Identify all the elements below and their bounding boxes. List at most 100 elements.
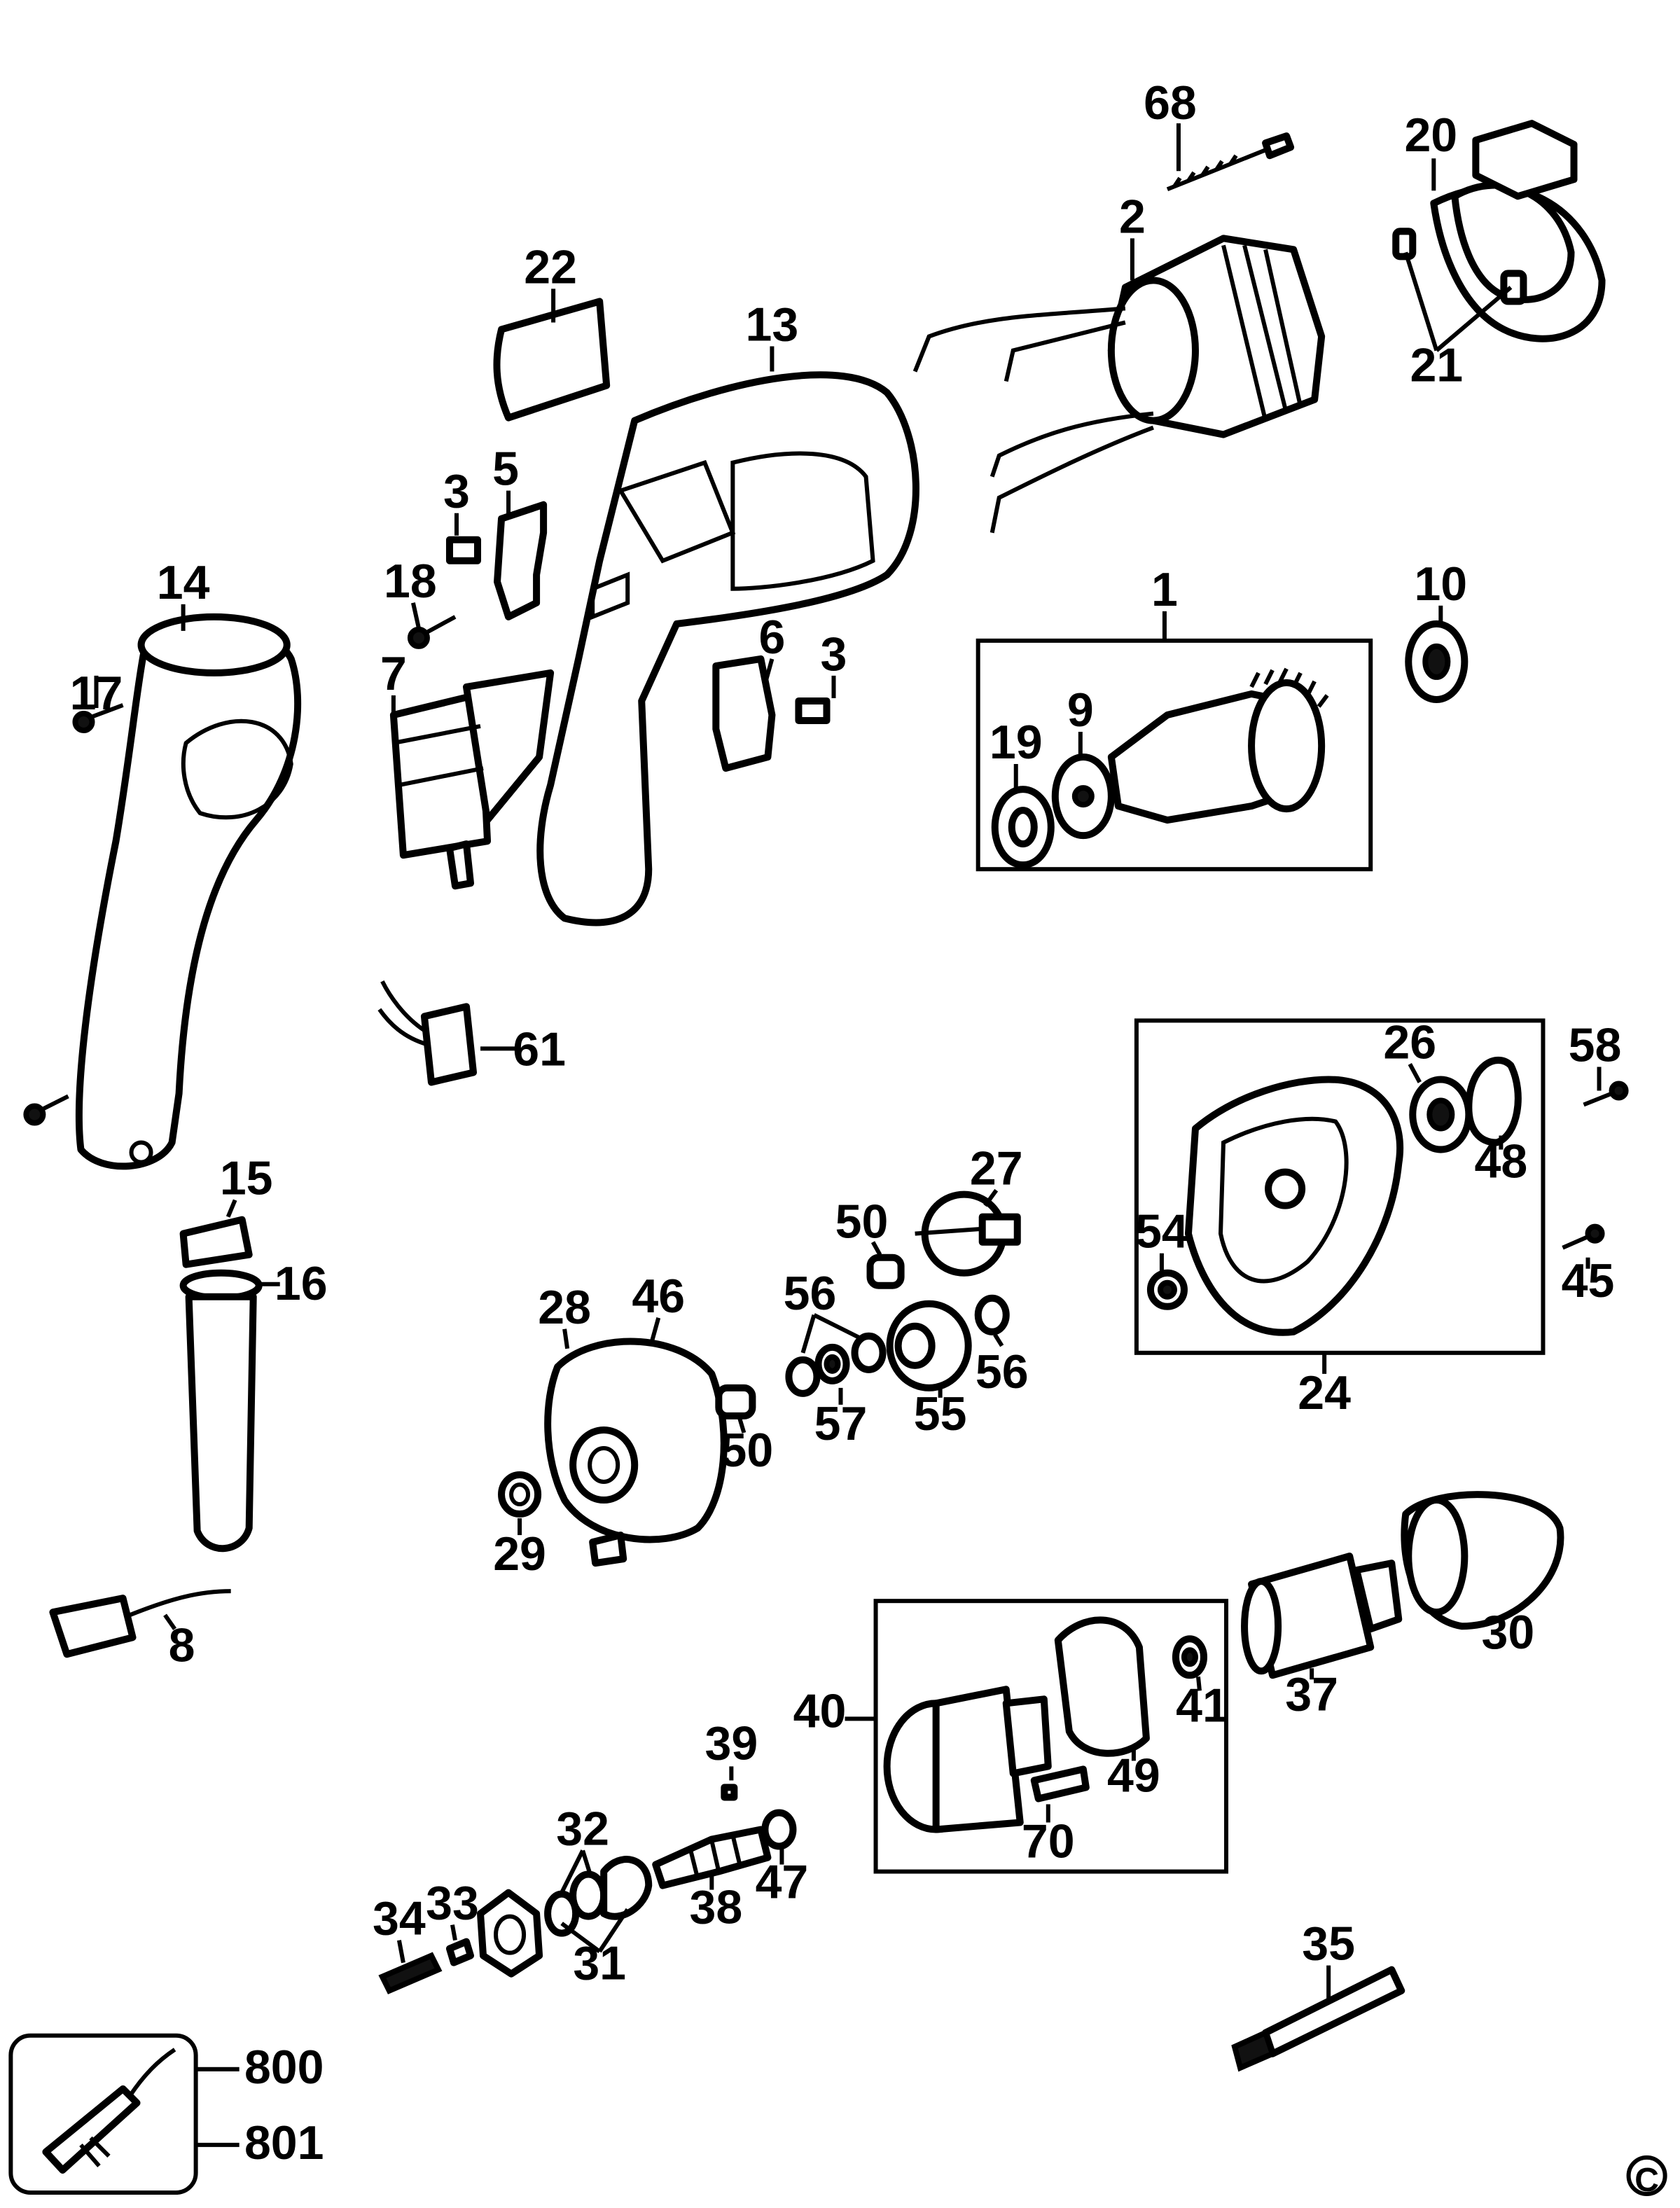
- label-46: 46: [632, 1270, 685, 1323]
- part-6-brush-holder: [712, 655, 776, 772]
- label-61: 61: [513, 1022, 566, 1076]
- part-7-switch: [389, 669, 555, 890]
- label-68: 68: [1144, 76, 1197, 130]
- part-35-bit-holder: [1231, 1966, 1405, 2072]
- label-13: 13: [746, 298, 799, 351]
- label-58: 58: [1569, 1018, 1622, 1071]
- part-50b-bushing: [715, 1384, 756, 1419]
- label-10: 10: [1414, 557, 1467, 611]
- part-38-spindle: [652, 1826, 772, 1889]
- label-2: 2: [1119, 190, 1146, 243]
- label-1: 1: [1151, 563, 1178, 616]
- part-9-bearing: [1051, 754, 1115, 840]
- label-800: 800: [244, 2041, 324, 2094]
- part-49-cage: [1054, 1616, 1150, 1757]
- label-38: 38: [689, 1881, 742, 1934]
- copyright-symbol: C: [1634, 2162, 1659, 2199]
- label-26: 26: [1383, 1015, 1436, 1069]
- part-34-spring: [378, 1952, 443, 1994]
- label-34: 34: [373, 1892, 426, 1945]
- part-8-cord: [49, 1589, 231, 1658]
- label-40: 40: [793, 1684, 847, 1737]
- part-45-screw: [1562, 1223, 1605, 1250]
- part-30-sleeve: [1401, 1491, 1564, 1630]
- label-31: 31: [573, 1937, 626, 1990]
- label-33: 33: [426, 1877, 479, 1930]
- part-48-retaining-ring: [1465, 1056, 1522, 1146]
- label-6: 6: [758, 611, 785, 664]
- part-70-key: [1030, 1765, 1090, 1803]
- part-14-handle: [75, 613, 302, 1170]
- label-22: 22: [524, 240, 577, 293]
- label-29: 29: [493, 1527, 546, 1581]
- part-2-field-coil: [912, 235, 1326, 534]
- label-57: 57: [814, 1397, 868, 1450]
- label-20: 20: [1404, 109, 1457, 162]
- part-31-nut: [477, 1889, 543, 1978]
- label-24: 24: [1298, 1366, 1351, 1419]
- label-70: 70: [1022, 1815, 1075, 1868]
- label-7: 7: [380, 647, 407, 700]
- part-15-clip: [179, 1216, 253, 1268]
- part-10-bearing: [1405, 620, 1469, 703]
- label-27: 27: [970, 1142, 1023, 1195]
- label-14: 14: [157, 556, 210, 609]
- label-18: 18: [384, 555, 437, 608]
- part-24-gear-case: [1184, 1076, 1404, 1336]
- label-56b: 56: [976, 1345, 1029, 1398]
- label-19: 19: [990, 716, 1043, 769]
- part-18-screw: [407, 615, 457, 649]
- label-9: 9: [1067, 683, 1094, 737]
- part-61-terminal: [377, 980, 478, 1086]
- part-3b-brush: [795, 697, 831, 724]
- label-16: 16: [275, 1257, 328, 1310]
- part-32-rings: [544, 1856, 653, 1937]
- label-5: 5: [492, 443, 519, 496]
- clutch-box: [873, 1599, 1229, 1874]
- part-3-brush: [445, 536, 482, 564]
- lubricant-gun-icon: [42, 2048, 176, 2174]
- label-35: 35: [1302, 1917, 1355, 1971]
- label-56a: 56: [784, 1267, 837, 1320]
- part-16-cord-guard: [179, 1269, 263, 1553]
- part-55-gear: [886, 1300, 972, 1391]
- part-26-bearing: [1409, 1076, 1473, 1153]
- part-13-housing: [536, 371, 919, 926]
- part-armature: [1107, 667, 1329, 824]
- part-40-clutch: [883, 1686, 1052, 1833]
- part-17-screw: [72, 703, 124, 733]
- label-54: 54: [1135, 1205, 1188, 1258]
- part-5-brush-holder: [494, 501, 548, 620]
- part-27-gear: [915, 1190, 1021, 1277]
- part-20-brush-ring: [1392, 120, 1606, 342]
- label-50b: 50: [721, 1424, 774, 1477]
- part-19-ring: [991, 786, 1055, 869]
- part-28-bearing-plate: [544, 1338, 728, 1567]
- part-54-bearing: [1146, 1269, 1188, 1310]
- part-22-label-plate: [493, 298, 611, 422]
- part-37-collar: [1241, 1553, 1403, 1679]
- label-32: 32: [556, 1803, 609, 1856]
- label-801: 801: [244, 2116, 324, 2169]
- handle-screw: [23, 1094, 69, 1126]
- part-50-bushing: [866, 1254, 905, 1289]
- label-41: 41: [1176, 1679, 1229, 1732]
- part-68-screw: [1166, 132, 1295, 192]
- part-41-bushing: [1172, 1635, 1207, 1679]
- part-58-screw: [1583, 1081, 1629, 1107]
- part-33-pin: [445, 1938, 475, 1966]
- part-39-ball: [721, 1784, 738, 1801]
- lubricant-box: [8, 2033, 198, 2195]
- part-47-ring: [761, 1809, 797, 1850]
- part-29-washer: [498, 1471, 542, 1518]
- part-57-nut: [814, 1343, 850, 1384]
- armature-box: [976, 638, 1373, 872]
- label-50a: 50: [835, 1195, 889, 1249]
- label-3a: 3: [443, 465, 470, 518]
- label-15: 15: [220, 1152, 273, 1205]
- label-39: 39: [705, 1716, 758, 1770]
- label-3b: 3: [821, 627, 847, 681]
- label-28: 28: [538, 1281, 591, 1334]
- gear-case-box: [1134, 1018, 1546, 1355]
